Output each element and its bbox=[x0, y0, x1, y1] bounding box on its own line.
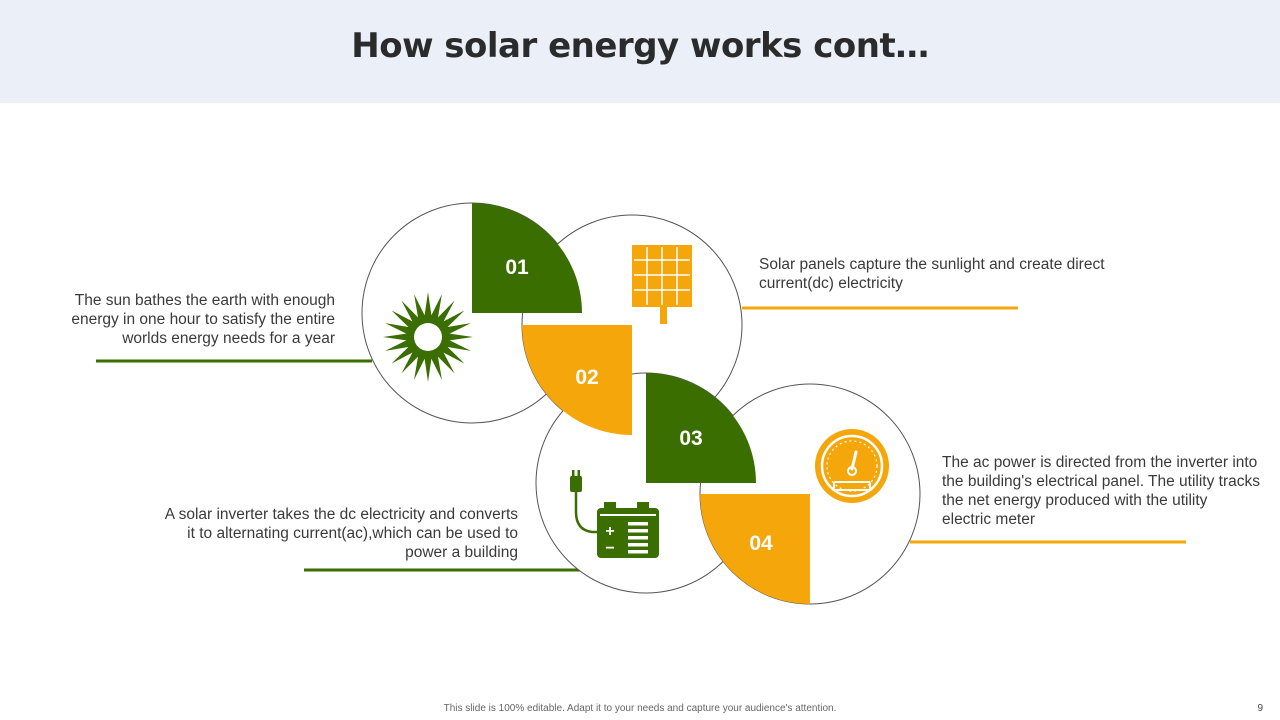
step-wedge-01 bbox=[472, 203, 582, 313]
sun-icon bbox=[383, 292, 473, 382]
step-number-01: 01 bbox=[505, 256, 529, 279]
step-description-01: The sun bathes the earth with enough ene… bbox=[71, 292, 335, 347]
battery-plug-icon: + − bbox=[570, 470, 659, 558]
step-description-02: Solar panels capture the sunlight and cr… bbox=[759, 256, 1105, 292]
electric-meter-icon bbox=[815, 429, 889, 503]
step-wedge-03 bbox=[646, 373, 756, 483]
step-number-02: 02 bbox=[575, 366, 598, 389]
svg-text:−: − bbox=[605, 540, 614, 557]
step-description-04: The ac power is directed from the invert… bbox=[942, 454, 1260, 528]
page-number: 9 bbox=[1257, 703, 1263, 714]
step-wedge-04 bbox=[700, 494, 810, 604]
footer-note: This slide is 100% editable. Adapt it to… bbox=[443, 703, 837, 714]
step-number-04: 04 bbox=[749, 532, 773, 555]
step-description-03: A solar inverter takes the dc electricit… bbox=[164, 506, 518, 561]
step-wedge-02 bbox=[522, 325, 632, 435]
step-number-03: 03 bbox=[679, 427, 702, 450]
solar-panel-icon bbox=[632, 245, 692, 324]
header-bar: How solar energy works cont… bbox=[0, 0, 1280, 103]
svg-text:+: + bbox=[605, 523, 614, 540]
slide-title: How solar energy works cont… bbox=[351, 26, 929, 66]
